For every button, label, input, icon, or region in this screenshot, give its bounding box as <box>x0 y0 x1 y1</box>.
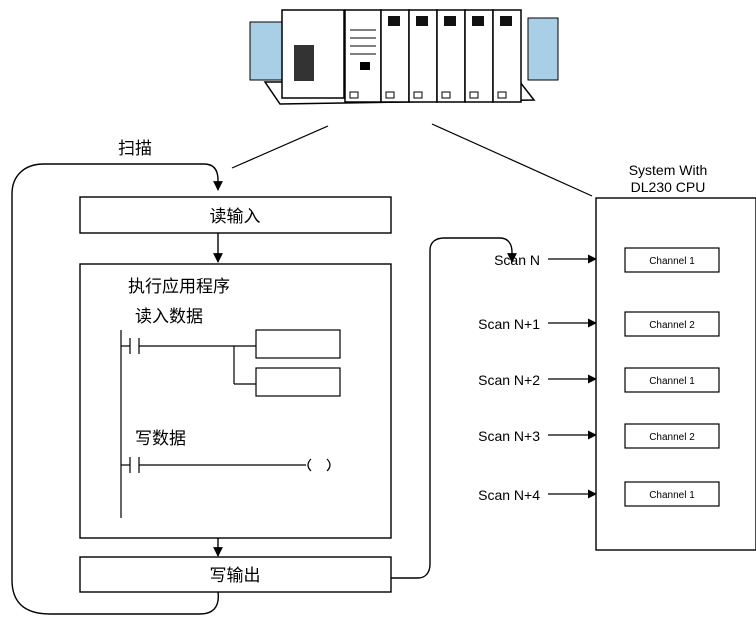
read-data-block-1 <box>255 329 341 359</box>
scan-loop-path <box>11 163 223 615</box>
scan-label-1: Scan N <box>494 252 540 268</box>
scan-label-3: Scan N+2 <box>478 372 540 388</box>
system-label-line-1: System With <box>629 162 708 178</box>
execute-program-label: 执行应用程序 <box>128 277 230 297</box>
scan-row: Scan N+3 Channel 2 <box>478 423 720 449</box>
output-coil-left <box>307 458 312 472</box>
write-outputs-label: 写输出 <box>210 566 261 586</box>
write-data-label: 写数据 <box>135 429 186 449</box>
channel-label-4: Channel 2 <box>649 432 695 443</box>
scan-row: Scan N+2 Channel 1 <box>478 367 720 393</box>
system-label-line-2: DL230 CPU <box>631 179 706 195</box>
plc-to-cycle-line <box>231 125 329 169</box>
read-inputs-box <box>79 196 392 234</box>
scan-label-4: Scan N+3 <box>478 428 540 444</box>
channel-label-5: Channel 1 <box>649 490 695 501</box>
ladder-logic <box>120 329 341 518</box>
scan-row: Scan N Channel 1 <box>494 247 720 273</box>
scan-row: Scan N+1 Channel 2 <box>478 311 720 337</box>
write-outputs-box <box>79 556 392 593</box>
channel-box-1 <box>624 247 720 273</box>
read-data-label: 读入数据 <box>135 307 203 327</box>
channel-label-2: Channel 2 <box>649 320 695 331</box>
scan-label-2: Scan N+1 <box>478 316 540 332</box>
plc-side-left <box>249 21 287 81</box>
channel-label-3: Channel 1 <box>649 376 695 387</box>
channel-box-3 <box>624 367 720 393</box>
scan-row: Scan N+4 Channel 1 <box>478 481 720 507</box>
plc-display <box>294 45 314 81</box>
channel-box-5 <box>624 481 720 507</box>
plc-illustration <box>249 9 559 105</box>
write-to-scan-path <box>391 237 517 579</box>
scan-label-5: Scan N+4 <box>478 487 540 503</box>
scan-label: 扫描 <box>118 139 152 159</box>
execute-program-box <box>79 263 392 539</box>
read-inputs-label: 读输入 <box>210 207 261 227</box>
output-coil-right <box>326 458 331 472</box>
plc-cpu-module <box>344 9 382 103</box>
plc-to-system-line <box>431 123 593 197</box>
channel-box-4 <box>624 423 720 449</box>
channel-label-1: Channel 1 <box>649 256 695 267</box>
plc-side-right <box>527 17 559 81</box>
channel-box-2 <box>624 311 720 337</box>
read-data-block-2 <box>255 367 341 397</box>
